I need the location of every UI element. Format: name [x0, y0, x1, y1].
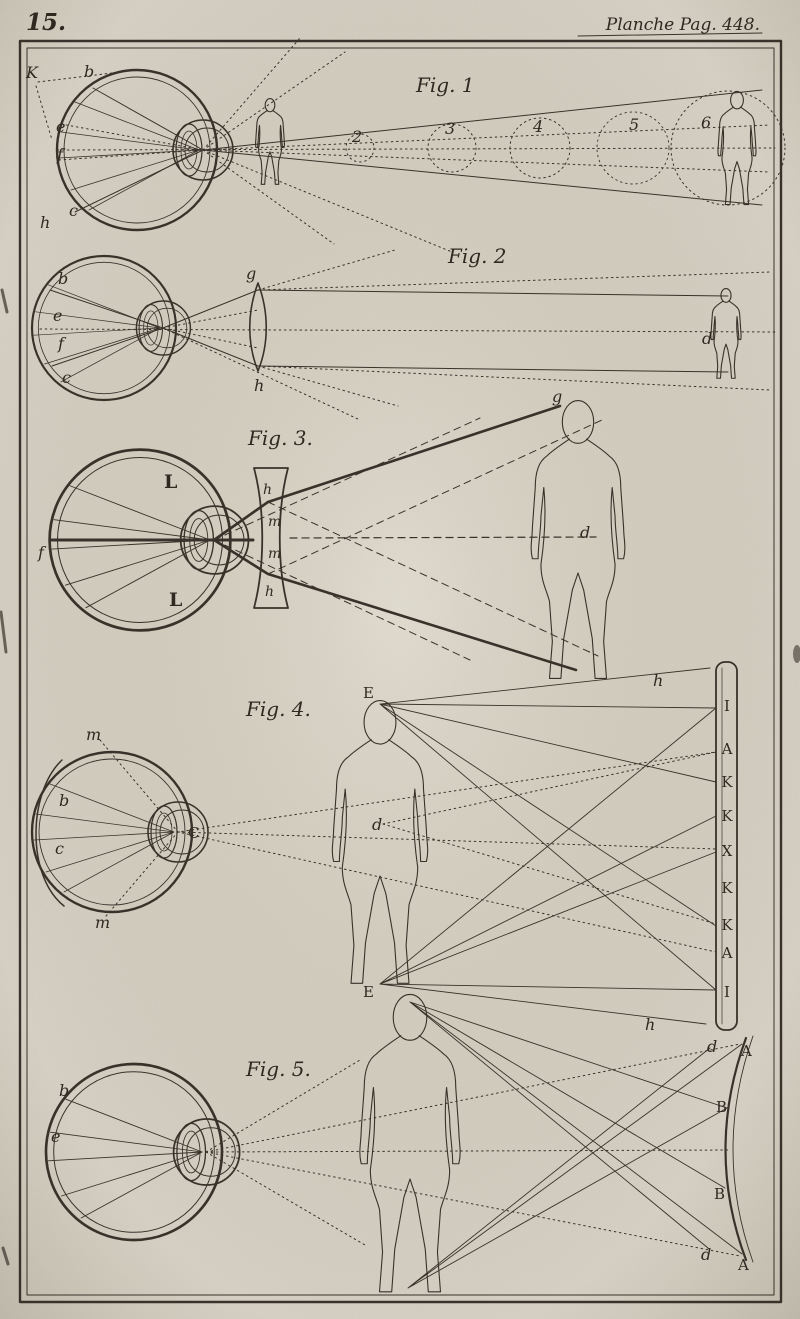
fig4-label-h-bottom: h	[645, 1015, 655, 1034]
fig3-label-h-bottom: h	[265, 584, 274, 600]
fig4-label-E-bottom: E	[363, 983, 374, 1001]
fig1-number-2: 2	[351, 127, 362, 146]
fig1-number-4: 4	[532, 117, 543, 136]
fig3-label-f: f	[37, 543, 47, 562]
plate-frame	[18, 39, 783, 1304]
fig5-rays	[205, 1001, 743, 1289]
fig3-title: Fig. 3.	[247, 426, 313, 450]
fig5-label-B-upper: B	[716, 1098, 727, 1116]
fig2-label-e: e	[53, 306, 62, 325]
fig2-labels: b e f c g h d	[53, 264, 712, 395]
fig5-retina-arc	[724, 1035, 754, 1263]
fig4-label-d: d	[372, 815, 382, 834]
fig2-label-c: c	[62, 368, 71, 387]
fig5-label-A-bottom: A	[737, 1256, 749, 1274]
fig5-labels: b e d A B B d A	[51, 1037, 752, 1274]
fig2-label-f: f	[57, 334, 67, 353]
fig2-label-h: h	[254, 376, 264, 395]
fig1-title: Fig. 1	[415, 73, 475, 97]
fig3-labels: L L h m m h f g d	[37, 387, 590, 611]
fig3-label-g: g	[552, 387, 562, 406]
fig1-label-c: c	[69, 201, 78, 220]
fig4-strip-letter-I1: I	[724, 697, 730, 715]
fig3-label-m-top: m	[268, 514, 281, 530]
fig1-labels: K b e f c h 2 3 4 5 6	[25, 62, 711, 232]
fig4-strip-letter-K3: K	[721, 879, 733, 897]
fig4-label-c: c	[55, 839, 64, 858]
fig1-label-h: h	[40, 213, 50, 232]
caption-underline	[577, 32, 763, 37]
fig4-strip-letter-A2: A	[721, 944, 733, 962]
fig1-label-e: e	[56, 117, 65, 136]
figure-5-group: Fig. 5. b e d A B B d A	[44, 992, 754, 1294]
fig4-label-b: b	[59, 791, 69, 810]
fig1-number-3: 3	[445, 119, 455, 138]
fig3-label-L-top: L	[164, 471, 177, 493]
fig4-eye-outer-arc	[35, 759, 65, 907]
fig5-label-B-lower: B	[714, 1185, 725, 1203]
fig2-convex-lens	[248, 282, 268, 372]
fig4-strip-letter-K4: K	[721, 916, 733, 934]
fig4-labels: m m b c C E d E h h	[55, 671, 663, 1034]
fig3-label-m-bottom: m	[268, 546, 281, 562]
figure-1-group: Fig. 1 K b e f c h 2	[25, 37, 786, 253]
fig5-label-b: b	[59, 1081, 69, 1100]
page-number: 15.	[26, 9, 66, 36]
fig4-strip-letter-K1: K	[721, 773, 733, 791]
scan-artifacts	[0, 288, 800, 1266]
fig4-title: Fig. 4.	[245, 697, 311, 721]
fig1-rays	[35, 37, 776, 253]
fig3-concave-lens	[253, 467, 289, 609]
fig1-label-f: f	[56, 145, 66, 164]
fig2-label-g: g	[246, 264, 256, 283]
fig5-title: Fig. 5.	[245, 1057, 311, 1081]
fig4-label-m-top: m	[86, 725, 101, 744]
fig3-label-L-bottom: L	[169, 589, 182, 611]
figure-3-group: Fig. 3. L L h m m h f g d	[37, 387, 627, 681]
fig4-label-h-top: h	[653, 671, 663, 690]
fig1-label-b: b	[84, 62, 94, 81]
plate-caption: Planche Pag. 448.	[605, 15, 760, 35]
fig3-label-h-top: h	[263, 482, 272, 498]
fig3-label-d: d	[580, 523, 590, 542]
fig4-rays	[99, 667, 717, 1025]
figure-4-group: Fig. 4. I A K K X K K A I m m	[30, 661, 738, 1034]
fig1-number-6: 6	[701, 113, 711, 132]
fig1-label-K: K	[25, 63, 39, 82]
fig1-number-5: 5	[629, 115, 639, 134]
fig5-label-e: e	[51, 1127, 60, 1146]
fig4-strip-letter-K2: K	[721, 807, 733, 825]
fig2-label-d: d	[702, 329, 712, 348]
fig2-title: Fig. 2	[447, 244, 507, 268]
fig4-strip-letter-I2: I	[724, 983, 730, 1001]
fig4-strip-letter-A1: A	[721, 740, 733, 758]
fig5-label-d-top: d	[707, 1037, 717, 1056]
fig5-label-A-top: A	[740, 1042, 752, 1060]
fig4-strip-letter-X: X	[722, 842, 733, 860]
fig4-label-C: C	[188, 824, 199, 842]
fig3-rays	[48, 404, 603, 672]
fig5-label-d-bottom: d	[701, 1245, 711, 1264]
fig4-image-strip: I A K K X K K A I	[715, 661, 738, 1031]
fig2-label-b: b	[58, 269, 68, 288]
plate-header: 15. Planche Pag. 448.	[26, 9, 763, 37]
figure-2-group: Fig. 2 b e f c g h d	[30, 244, 776, 421]
fig4-label-E-top: E	[363, 684, 374, 702]
fig2-rays	[39, 249, 776, 421]
fig4-label-m-bottom: m	[95, 913, 110, 932]
